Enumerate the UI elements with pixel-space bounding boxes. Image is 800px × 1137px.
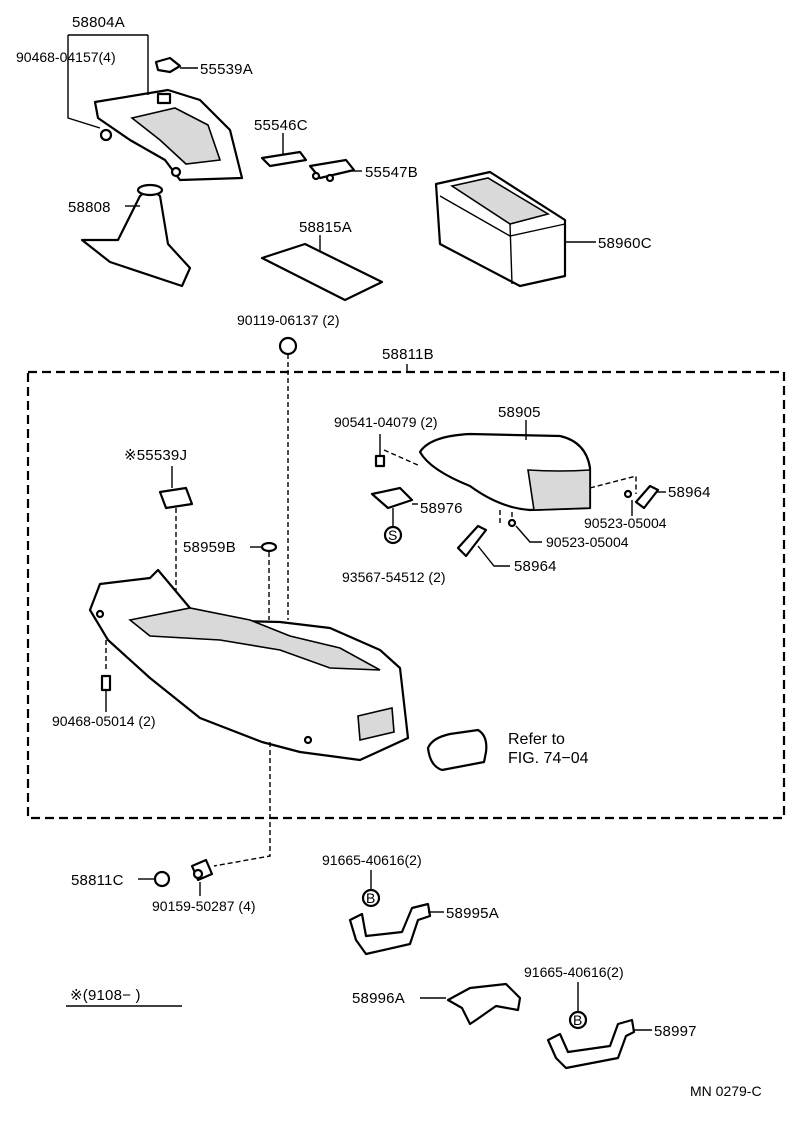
label-55547B: 55547B — [365, 164, 418, 181]
assembly-box-58811B — [26, 370, 786, 820]
label-58804A: 58804A — [72, 14, 125, 31]
part-58964-bracket-lower — [456, 518, 517, 558]
label-58815A: 58815A — [299, 219, 352, 236]
part-58959B-plug — [260, 541, 278, 553]
label-58960C: 58960C — [598, 235, 652, 252]
badge-b2-letter: B — [573, 1012, 582, 1028]
part-90159-50287-screw — [190, 858, 214, 882]
leader-58964-right-dash — [589, 475, 637, 494]
label-58964-lower: 58964 — [514, 558, 557, 575]
label-refer-line2: FIG. 74−04 — [508, 750, 589, 767]
note-date-range: ※(9108− ) — [70, 987, 141, 1004]
part-58811C-plug — [153, 870, 171, 888]
part-55547B-cap — [308, 158, 356, 183]
label-55539A: 55539A — [200, 61, 253, 78]
label-90541-04079: 90541-04079 (2) — [334, 414, 438, 430]
label-58811C: 58811C — [71, 872, 124, 889]
label-55539J: ※55539J — [124, 447, 187, 464]
part-58905-armrest — [418, 432, 592, 512]
leader-58964-lower — [477, 545, 510, 567]
label-90119-06137: 90119-06137 (2) — [237, 312, 339, 328]
label-90523-05004-a: 90523-05004 — [584, 515, 667, 531]
label-58964-right: 58964 — [668, 484, 711, 501]
part-90468-05014-clip — [100, 674, 112, 692]
leader-58804A — [67, 34, 149, 129]
badge-b2 — [568, 1010, 588, 1030]
part-58995A-bracket — [348, 902, 432, 956]
part-58976-hinge — [370, 486, 414, 510]
badge-b1-letter: B — [366, 890, 375, 906]
label-90159-50287: 90159-50287 (4) — [152, 898, 256, 914]
leader-90541-04079 — [383, 449, 421, 467]
part-58804A-panel — [93, 88, 244, 182]
label-58976: 58976 — [420, 500, 463, 517]
label-90468-04157: 90468-04157(4) — [16, 49, 116, 65]
label-58905: 58905 — [498, 404, 541, 421]
part-58808-shift-boot — [80, 183, 192, 288]
part-55539A-clip — [154, 56, 182, 74]
label-58959B: 58959B — [183, 539, 236, 556]
label-58995A: 58995A — [446, 905, 499, 922]
label-93567-54512: 93567-54512 (2) — [342, 569, 446, 585]
part-90541-04079-screw — [374, 454, 386, 468]
part-55539J-clip — [158, 486, 194, 510]
part-58960C-box — [434, 170, 567, 288]
part-58815A-mat — [260, 242, 384, 302]
label-91665-40616-a: 91665-40616(2) — [322, 852, 422, 868]
leader-58964-lower-dash — [499, 510, 513, 524]
label-refer-line1: Refer to — [508, 731, 565, 748]
label-91665-40616-b: 91665-40616(2) — [524, 964, 624, 980]
leader-90159-dash — [213, 742, 271, 867]
label-58996A: 58996A — [352, 990, 405, 1007]
badge-b1 — [361, 888, 381, 908]
part-58996A-bracket — [446, 982, 522, 1026]
part-58997-bracket — [546, 1018, 636, 1070]
part-58964-bracket-right — [623, 484, 660, 510]
label-58997: 58997 — [654, 1023, 697, 1040]
label-58808: 58808 — [68, 199, 111, 216]
part-90119-06137-nut — [278, 336, 298, 356]
part-55546C-cap — [260, 150, 308, 168]
leader-90523-b — [515, 525, 542, 543]
label-55546C: 55546C — [254, 117, 308, 134]
badge-s-letter: S — [388, 527, 397, 543]
part-58811B-console — [88, 568, 410, 762]
part-refer-cushion — [426, 728, 488, 772]
label-90468-05014: 90468-05014 (2) — [52, 713, 156, 729]
label-58811B: 58811B — [382, 346, 434, 363]
label-90523-05004-b: 90523-05004 — [546, 534, 629, 550]
figure-code: MN 0279-C — [690, 1083, 762, 1099]
